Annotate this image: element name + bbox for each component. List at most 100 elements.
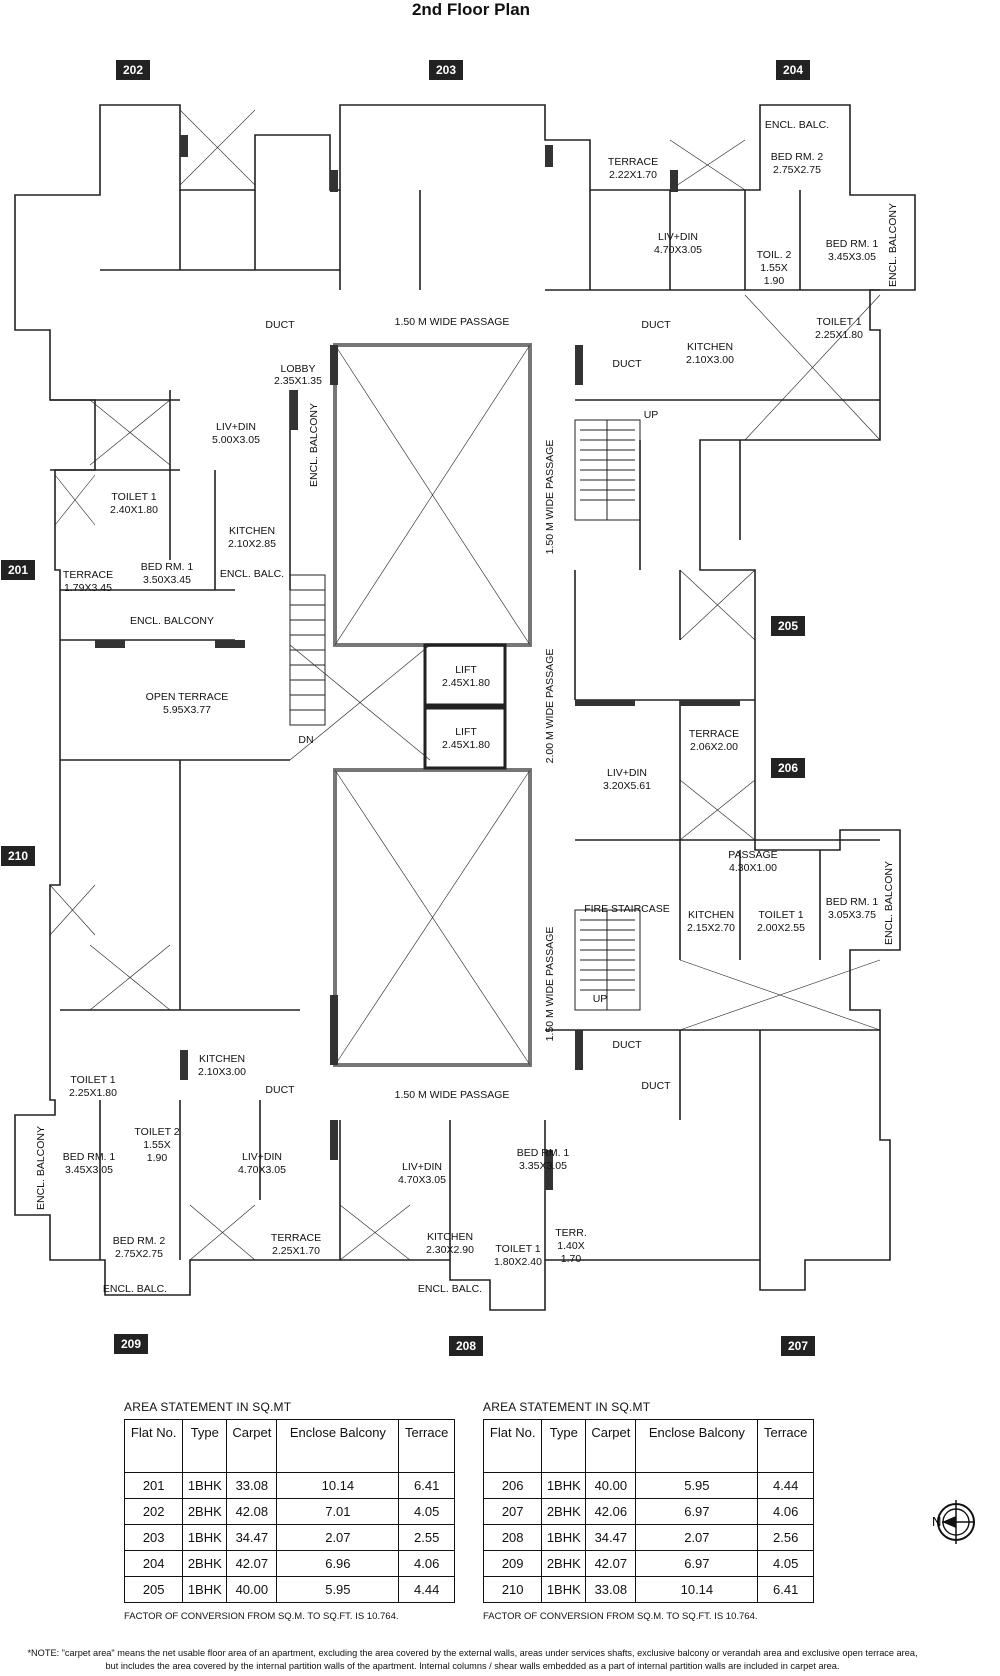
col-header-flat: Flat No. <box>123 1419 184 1473</box>
floor-plan-drawing: ENCL. BALC. BED RM. 2 2.75X2.75 TERRACE … <box>14 104 916 1311</box>
label-208-livdin: LIV+DIN <box>402 1161 442 1173</box>
label-206-terrace-dim: 2.06X2.00 <box>690 741 738 753</box>
label-201-bed1-dim: 3.50X3.45 <box>143 574 191 586</box>
area-table-left: Flat No. Type Carpet Enclose Balcony Ter… <box>123 1419 455 1603</box>
label-208-terr-dim1: 1.40X <box>557 1240 584 1252</box>
cell: 1BHK <box>541 1524 587 1551</box>
label-209-toilet2: TOILET 2 <box>134 1126 179 1138</box>
label-204-terrace: TERRACE <box>608 156 658 168</box>
cell: 203 <box>123 1524 184 1551</box>
label-open-terrace-dim: 5.95X3.77 <box>163 704 211 716</box>
north-compass-icon: N <box>932 1500 975 1544</box>
col-header-type: Type <box>182 1419 228 1473</box>
label-duct-3: DUCT <box>612 358 642 370</box>
core-void-bottom <box>333 768 532 1067</box>
cell: 1BHK <box>541 1472 587 1499</box>
label-lift-1-dim: 2.45X1.80 <box>442 677 490 689</box>
label-209-livdin-dim: 4.70X3.05 <box>238 1164 286 1176</box>
label-lobby-dim: 2.35X1.35 <box>274 375 322 387</box>
label-204-livdin-dim: 4.70X3.05 <box>654 244 702 256</box>
cell: 6.41 <box>398 1472 455 1499</box>
label-209-toilet1: TOILET 1 <box>70 1074 115 1086</box>
cell: 1BHK <box>182 1524 228 1551</box>
label-209-encl-balc: ENCL. BALC. <box>103 1283 167 1295</box>
label-201-encl-balcony: ENCL. BALCONY <box>130 615 214 627</box>
label-duct-6: DUCT <box>641 1080 671 1092</box>
cell: 4.06 <box>757 1498 814 1525</box>
cell: 2.55 <box>398 1524 455 1551</box>
flat-tag-206: 206 <box>771 758 805 778</box>
flat-tag-204: 204 <box>776 60 810 80</box>
cell: 6.97 <box>635 1498 759 1525</box>
flat-tag-205: 205 <box>771 616 805 636</box>
footnote: *NOTE: "carpet area" means the net usabl… <box>27 1648 918 1671</box>
label-204-terrace-dim: 2.22X1.70 <box>609 169 657 181</box>
label-204-toil2-dim1: 1.55X <box>760 262 787 274</box>
label-209-terrace-dim: 2.25X1.70 <box>272 1245 320 1257</box>
label-duct-5: DUCT <box>612 1039 642 1051</box>
label-206-encl-balcony: ENCL. BALCONY <box>883 861 895 945</box>
lift-2 <box>423 706 507 770</box>
label-201-livdin: LIV+DIN <box>216 421 256 433</box>
label-209-kitchen-dim: 2.10X3.00 <box>198 1066 246 1078</box>
label-204-bed2-dim: 2.75X2.75 <box>773 164 821 176</box>
label-204-toil2-dim2: 1.90 <box>764 275 785 287</box>
cell: 5.95 <box>635 1472 759 1499</box>
label-passage-bottom: 1.50 M WIDE PASSAGE <box>395 1089 510 1101</box>
cell: 40.00 <box>585 1472 637 1499</box>
label-passage-v3: 1.50 M WIDE PASSAGE <box>544 927 556 1042</box>
label-206-passage: PASSAGE <box>728 849 777 861</box>
label-209-livdin: LIV+DIN <box>242 1151 282 1163</box>
label-208-kitchen: KITCHEN <box>427 1231 473 1243</box>
lift-1 <box>423 643 507 707</box>
label-208-toilet1-dim: 1.80X2.40 <box>494 1256 542 1268</box>
label-208-encl-balc: ENCL. BALC. <box>418 1283 482 1295</box>
label-204-bed1-dim: 3.45X3.05 <box>828 251 876 263</box>
cell: 208 <box>482 1524 543 1551</box>
cell: 7.01 <box>276 1498 400 1525</box>
label-209-toilet1-dim: 2.25X1.80 <box>69 1087 117 1099</box>
label-open-terrace: OPEN TERRACE <box>146 691 229 703</box>
label-208-bed1-dim: 3.35X3.05 <box>519 1160 567 1172</box>
label-lift-2-dim: 2.45X1.80 <box>442 739 490 751</box>
cell: 2.07 <box>276 1524 400 1551</box>
compass-label: N <box>932 1514 941 1529</box>
building-outline <box>14 104 916 1311</box>
label-206-toilet1-dim: 2.00X2.55 <box>757 922 805 934</box>
label-206-passage-dim: 4.30X1.00 <box>729 862 777 874</box>
cell: 42.06 <box>585 1498 637 1525</box>
flat-tag-210: 210 <box>1 846 35 866</box>
staircase-left <box>289 574 326 726</box>
label-204-toil2: TOIL. 2 <box>757 249 792 261</box>
col-header-enclose-balcony: Enclose Balcony <box>276 1419 400 1473</box>
area-caption-left: AREA STATEMENT IN SQ.MT <box>124 1400 292 1414</box>
cell: 205 <box>123 1576 184 1603</box>
cell: 202 <box>123 1498 184 1525</box>
label-dn: DN <box>298 734 313 746</box>
flat-tag-209: 209 <box>114 1334 148 1354</box>
label-204-livdin: LIV+DIN <box>658 231 698 243</box>
label-passage-top: 1.50 M WIDE PASSAGE <box>395 316 510 328</box>
cell: 4.44 <box>757 1472 814 1499</box>
cell: 1BHK <box>182 1472 228 1499</box>
label-206-bed1-dim: 3.05X3.75 <box>828 909 876 921</box>
label-208-toilet1: TOILET 1 <box>495 1243 540 1255</box>
cell: 6.96 <box>276 1550 400 1577</box>
label-204-bed2: BED RM. 2 <box>771 151 824 163</box>
label-lift-2: LIFT <box>455 726 477 738</box>
label-208-terr: TERR. <box>555 1227 587 1239</box>
label-209-encl-balcony: ENCL. BALCONY <box>35 1126 47 1210</box>
cell: 207 <box>482 1498 543 1525</box>
col-header-enclose-balcony: Enclose Balcony <box>635 1419 759 1473</box>
label-204-kitchen: KITCHEN <box>687 341 733 353</box>
cell: 2.56 <box>757 1524 814 1551</box>
label-206-livdin-dim: 3.20X5.61 <box>603 780 651 792</box>
label-204-bed1: BED RM. 1 <box>826 238 879 250</box>
